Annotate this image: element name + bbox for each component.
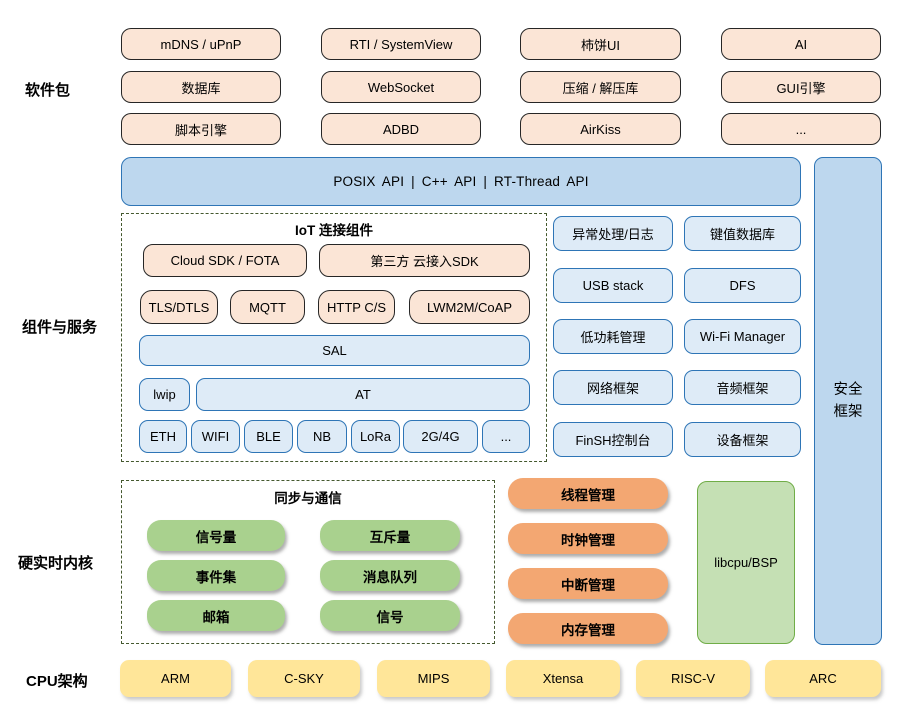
link-box: WIFI — [191, 420, 240, 453]
service-box: 设备框架 — [684, 422, 801, 457]
link-box: BLE — [244, 420, 293, 453]
security-framework-label: 安全框架 — [833, 381, 863, 420]
libcpu-bsp-box: libcpu/BSP — [697, 481, 795, 644]
kernel-mgmt-box: 中断管理 — [508, 568, 668, 599]
link-box: LoRa — [351, 420, 400, 453]
package-box: ... — [721, 113, 881, 145]
service-box: Wi-Fi Manager — [684, 319, 801, 354]
package-box: AI — [721, 28, 881, 60]
service-box: 网络框架 — [553, 370, 673, 405]
at-bar: AT — [196, 378, 530, 411]
iot-group-border — [121, 213, 547, 462]
kernel-mgmt-box: 内存管理 — [508, 613, 668, 644]
service-box: 键值数据库 — [684, 216, 801, 251]
protocol-box: HTTP C/S — [318, 290, 395, 324]
protocol-box: MQTT — [230, 290, 305, 324]
package-box: RTI / SystemView — [321, 28, 481, 60]
kernel-mgmt-box: 时钟管理 — [508, 523, 668, 554]
package-box: 脚本引擎 — [121, 113, 281, 145]
package-box: AirKiss — [520, 113, 681, 145]
section-label-components-services: 组件与服务 — [22, 319, 98, 336]
link-box: 2G/4G — [403, 420, 478, 453]
package-box: 数据库 — [121, 71, 281, 103]
cpu-arch-box: C-SKY — [248, 660, 360, 697]
package-box: GUI引擎 — [721, 71, 881, 103]
service-box: FinSH控制台 — [553, 422, 673, 457]
package-box: WebSocket — [321, 71, 481, 103]
security-framework-bar: 安全框架 — [814, 157, 882, 645]
api-bar: POSIX API | C++ API | RT-Thread API — [121, 157, 801, 206]
service-box: 异常处理/日志 — [553, 216, 673, 251]
cpu-arch-box: RISC-V — [636, 660, 750, 697]
cpu-arch-box: ARM — [120, 660, 231, 697]
protocol-box: LWM2M/CoAP — [409, 290, 530, 324]
package-box: 压缩 / 解压库 — [520, 71, 681, 103]
link-box: ETH — [139, 420, 187, 453]
cpu-arch-box: MIPS — [377, 660, 490, 697]
sync-item-box: 邮箱 — [147, 600, 285, 631]
lwip-box: lwip — [139, 378, 190, 411]
third-party-sdk-box: 第三方 云接入SDK — [319, 244, 530, 277]
sync-item-box: 事件集 — [147, 560, 285, 591]
service-box: USB stack — [553, 268, 673, 303]
section-label-cpu-arch: CPU架构 — [26, 673, 88, 690]
package-box: ADBD — [321, 113, 481, 145]
section-label-software-packages: 软件包 — [25, 82, 71, 99]
service-box: 低功耗管理 — [553, 319, 673, 354]
sync-item-box: 信号 — [320, 600, 460, 631]
api-bar-label: POSIX API | C++ API | RT-Thread API — [333, 174, 589, 189]
sync-item-box: 互斥量 — [320, 520, 460, 551]
cloud-sdk-box: Cloud SDK / FOTA — [143, 244, 307, 277]
sync-item-box: 信号量 — [147, 520, 285, 551]
link-box: ... — [482, 420, 530, 453]
package-box: mDNS / uPnP — [121, 28, 281, 60]
cpu-arch-box: ARC — [765, 660, 881, 697]
sal-bar: SAL — [139, 335, 530, 366]
package-box: 柿饼UI — [520, 28, 681, 60]
iot-group-title: IoT 连接组件 — [295, 223, 373, 238]
service-box: DFS — [684, 268, 801, 303]
protocol-box: TLS/DTLS — [140, 290, 218, 324]
section-label-realtime-kernel: 硬实时内核 — [18, 555, 94, 572]
sync-group-border — [121, 480, 495, 644]
link-box: NB — [297, 420, 347, 453]
sync-item-box: 消息队列 — [320, 560, 460, 591]
kernel-mgmt-box: 线程管理 — [508, 478, 668, 509]
service-box: 音频框架 — [684, 370, 801, 405]
sync-group-title: 同步与通信 — [274, 491, 342, 506]
cpu-arch-box: Xtensa — [506, 660, 620, 697]
